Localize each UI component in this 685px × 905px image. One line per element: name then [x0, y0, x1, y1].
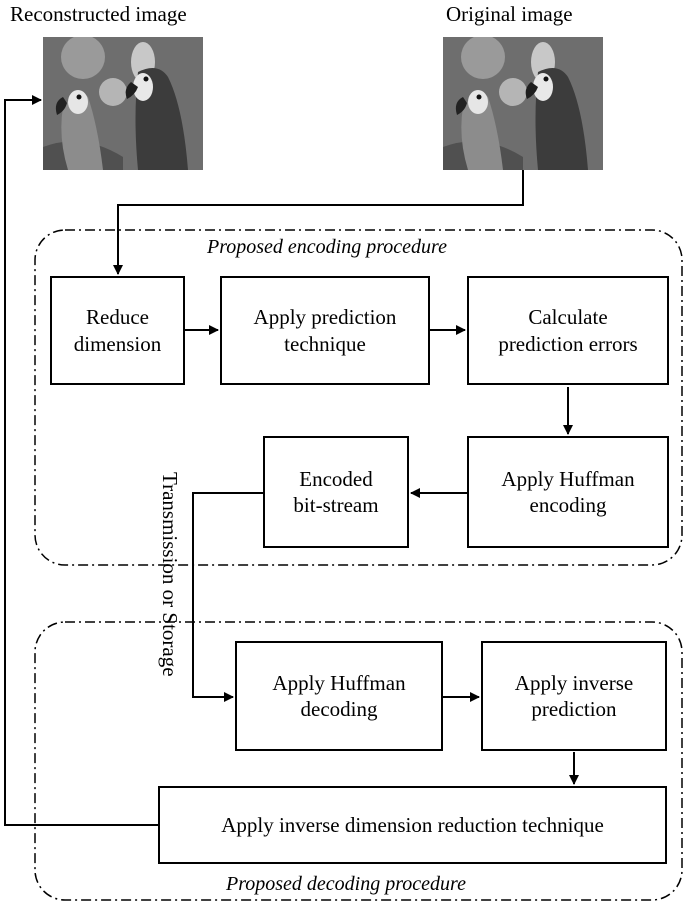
- huffman-decoding-label: Apply Huffman decoding: [272, 670, 406, 721]
- inverse-dimension-label: Apply inverse dimension reduction techni…: [221, 812, 604, 837]
- arrow-original-to-reduce: [113, 170, 524, 275]
- decoding-group-title: Proposed decoding procedure: [226, 873, 466, 895]
- transmission-storage-label: Transmission or Storage: [158, 472, 182, 677]
- reconstructed-image-label: Reconstructed image: [10, 2, 187, 26]
- encoding-group-outline: [34, 229, 683, 566]
- arrow-bitstream-to-decoding: [192, 492, 263, 702]
- inverse-prediction-box: Apply inverse prediction: [481, 641, 667, 751]
- reconstructed-image: [43, 37, 203, 170]
- huffman-encoding-box: Apply Huffman encoding: [467, 436, 669, 548]
- inverse-dimension-box: Apply inverse dimension reduction techni…: [158, 786, 667, 864]
- arrow-dimension-to-reconstructed: [4, 95, 158, 826]
- prediction-errors-box: Calculate prediction errors: [467, 276, 669, 385]
- inverse-prediction-label: Apply inverse prediction: [514, 670, 634, 721]
- decoding-group-outline: [34, 621, 683, 901]
- reduce-dimension-box: Reduce dimension: [50, 276, 185, 385]
- encoding-group-title: Proposed encoding procedure: [207, 236, 447, 258]
- encoded-bitstream-label: Encoded bit-stream: [293, 466, 379, 517]
- huffman-encoding-label: Apply Huffman encoding: [501, 466, 635, 517]
- prediction-errors-label: Calculate prediction errors: [498, 305, 638, 356]
- original-image: [443, 37, 603, 170]
- apply-prediction-box: Apply prediction technique: [220, 276, 430, 385]
- original-image-label: Original image: [446, 2, 573, 26]
- huffman-decoding-box: Apply Huffman decoding: [235, 641, 443, 751]
- reduce-dimension-label: Reduce dimension: [73, 305, 162, 356]
- encoded-bitstream-box: Encoded bit-stream: [263, 436, 409, 548]
- apply-prediction-label: Apply prediction technique: [253, 305, 397, 356]
